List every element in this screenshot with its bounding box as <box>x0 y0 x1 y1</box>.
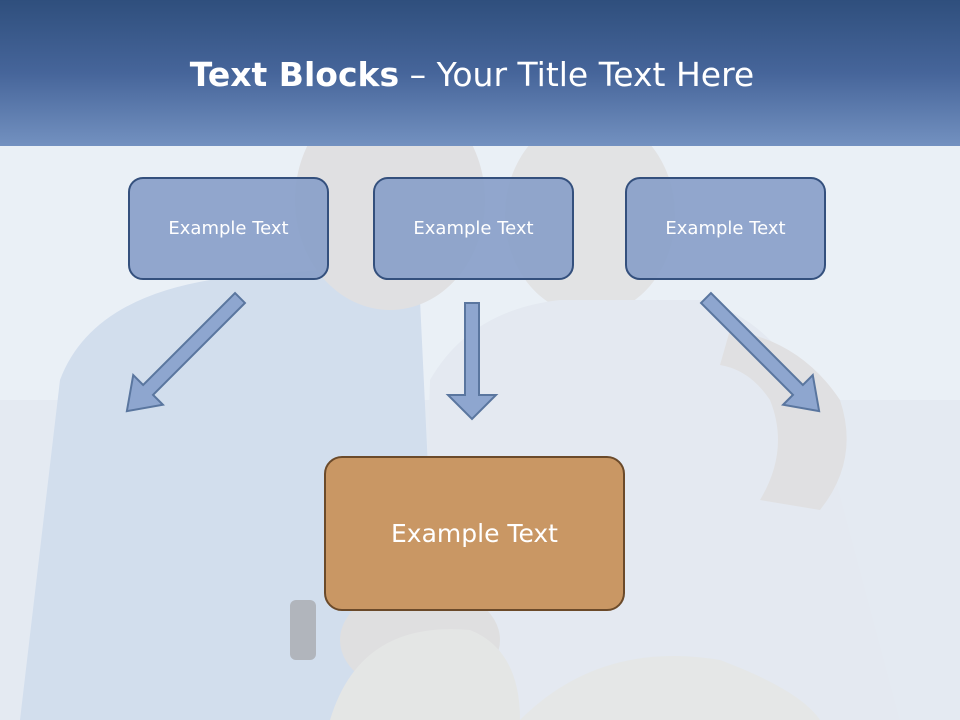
text-block-right-label: Example Text <box>665 218 786 239</box>
text-block-left[interactable]: Example Text <box>128 177 329 280</box>
text-block-main-label: Example Text <box>391 519 558 548</box>
slide-title: Text Blocks – Your Title Text Here <box>0 55 944 94</box>
title-separator: – <box>399 55 437 94</box>
arrow-center <box>445 302 499 421</box>
text-block-left-label: Example Text <box>168 218 289 239</box>
text-block-main[interactable]: Example Text <box>324 456 625 611</box>
title-bold-part: Text Blocks <box>189 55 400 94</box>
text-block-right[interactable]: Example Text <box>625 177 826 280</box>
arrow-left <box>125 291 247 413</box>
arrow-right <box>699 291 821 413</box>
title-light-part: Your Title Text Here <box>436 55 755 94</box>
text-block-center-label: Example Text <box>413 218 534 239</box>
text-block-center[interactable]: Example Text <box>373 177 574 280</box>
title-bar <box>0 0 960 146</box>
